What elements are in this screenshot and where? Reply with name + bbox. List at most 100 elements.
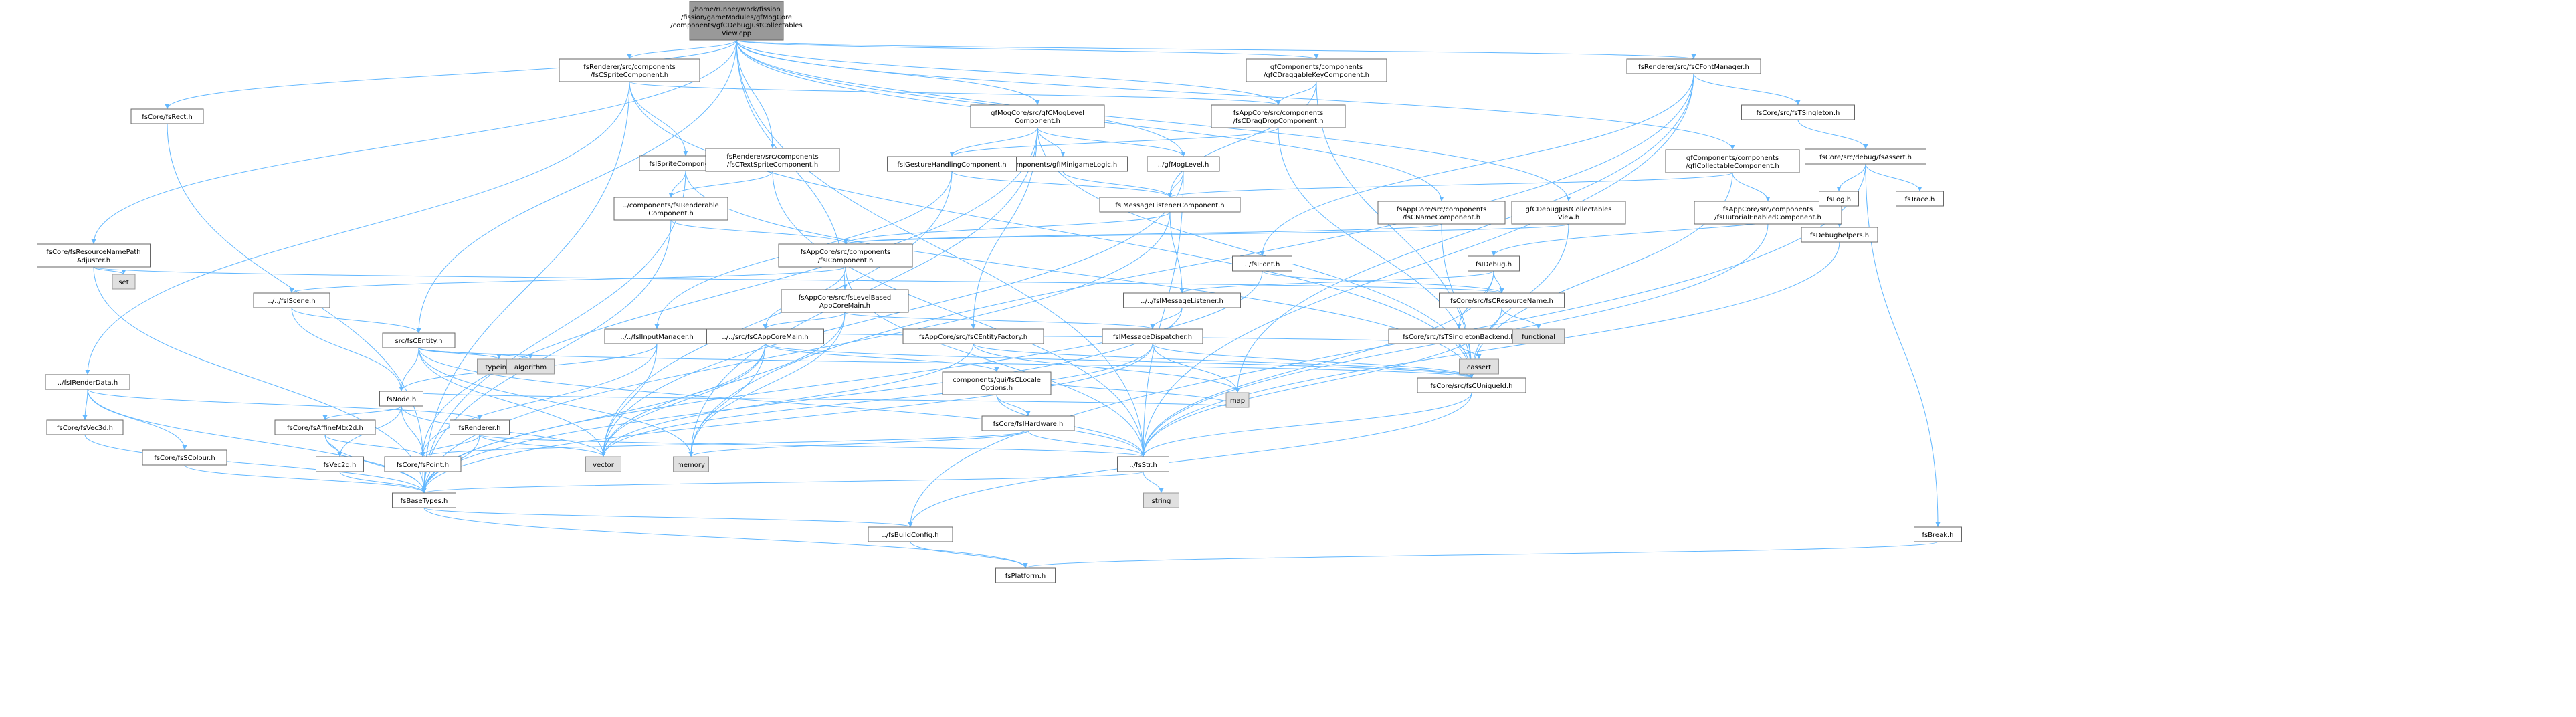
graph-node-fs-debug-helpers[interactable]: fsDebughelpers.h [1801,227,1878,243]
graph-node-root[interactable]: /home/runner/work/fission/fission/gameMo… [670,1,803,41]
graph-node-fs-i-font[interactable]: ../fsIFont.h [1232,255,1292,272]
node-label: Component.h [1015,118,1060,125]
graph-node-fs-trace[interactable]: fsTrace.h [1896,191,1944,207]
graph-node-fs-base-types[interactable]: fsBaseTypes.h [392,492,456,508]
graph-node-fs-break[interactable]: fsBreak.h [1914,526,1962,542]
node-label: fsCore/src/fsTSingletonBackend.h [1403,334,1514,341]
graph-node-fs-msg-listener-comp[interactable]: fsIMessageListenerComponent.h [1099,197,1241,213]
graph-node-fs-render-data[interactable]: ../fsIRenderData.h [45,374,130,390]
graph-node-fs-tutorial[interactable]: fsAppCore/src/components/fsITutorialEnab… [1694,201,1842,225]
dependency-edge [420,127,1038,457]
node-label: ../fsIRenderData.h [58,379,118,387]
graph-node-fs-c-app-core-main[interactable]: ../../src/fsCAppCoreMain.h [706,328,824,344]
node-label: fsTrace.h [1905,196,1935,203]
node-box [706,328,824,344]
graph-node-fs-c-text-sprite[interactable]: fsRenderer/src/components/fsCTextSpriteC… [705,148,840,172]
dependency-edge [670,219,848,245]
dependency-edge [763,312,846,330]
node-box [942,371,1052,395]
node-label: ../fsIFont.h [1245,261,1280,268]
dependency-edge [973,343,1474,379]
dependency-edge [479,434,606,457]
dependency-edge [688,312,846,457]
node-label: fsCore/fsAffineMtx2d.h [287,425,363,432]
node-label: /home/runner/work/fission [692,6,780,13]
dependency-edge [82,389,88,421]
node-label: string [1152,498,1171,505]
graph-node-fs-affine[interactable]: fsCore/fsAffineMtx2d.h [274,419,376,435]
node-box [981,415,1075,431]
graph-node-fs-drag-drop[interactable]: fsAppCore/src/components/fsCDragDropComp… [1211,104,1346,128]
dependency-edge [629,81,688,157]
graph-node-fs-platform[interactable]: fsPlatform.h [995,567,1056,583]
dependency-edge [416,39,737,334]
graph-node-gf-collectable[interactable]: gfComponents/components/gfICollectableCo… [1665,149,1800,173]
node-label: gfComponents/components [1686,155,1779,162]
graph-node-fs-vec2d[interactable]: fsVec2d.h [316,456,364,472]
node-box [868,526,953,542]
graph-node-gf-minigame-logic[interactable]: components/gfIMinigameLogic.h [998,156,1128,172]
dependency-edge [1260,73,1694,257]
graph-node-fs-s-colour[interactable]: fsCore/fsSColour.h [142,449,227,466]
graph-node-fs-name-comp[interactable]: fsAppCore/src/components/fsCNameComponen… [1377,201,1506,225]
dependency-edge [951,171,1173,198]
graph-node-fs-unique-id[interactable]: fsCore/src/fsCUniqueId.h [1417,377,1526,393]
graph-node-fs-assert[interactable]: fsCore/src/debug/fsAssert.h [1805,148,1926,165]
graph-node-fs-c-sprite[interactable]: fsRenderer/src/components/fsCSpriteCompo… [559,58,700,82]
graph-node-gf-mog-level[interactable]: ../gfMogLevel.h [1147,156,1220,172]
graph-node-fs-vec3d[interactable]: fsCore/fsVec3d.h [46,419,124,435]
dependency-edge [322,405,402,421]
graph-node-fs-singleton-backend[interactable]: fsCore/src/fsTSingletonBackend.h [1388,328,1530,344]
graph-node-fs-msg-dispatcher[interactable]: fsIMessageDispatcher.h [1102,328,1203,344]
node-label: Options.h [981,385,1013,392]
graph-node-fs-c-entity[interactable]: src/fsCEntity.h [382,332,456,348]
dependency-edge [1493,270,1504,294]
graph-node-fs-entity-factory[interactable]: fsAppCore/src/fsCEntityFactory.h [902,328,1044,344]
edge-layer [82,39,1941,569]
node-label: fsIDebug.h [1476,261,1512,268]
dependency-edge [949,127,1279,157]
dependency-edge [843,211,1171,245]
graph-node-fs-str[interactable]: ../fsStr.h [1117,456,1169,472]
graph-node-fs-input-manager[interactable]: ../../fsIInputManager.h [604,328,710,344]
graph-node-fs-gesture[interactable]: fsIGestureHandlingComponent.h [887,156,1017,172]
graph-node-fs-node[interactable]: fsNode.h [379,391,423,407]
node-label: ../components/fsIRenderable [623,202,719,209]
dependency-edge [736,39,1281,106]
graph-node-fs-i-component[interactable]: fsAppCore/src/components/fsIComponent.h [778,243,913,268]
dependency-edge [1865,163,1922,192]
graph-node-fs-i-scene[interactable]: ../../fsIScene.h [253,292,330,308]
node-label: ../fsBuildConfig.h [882,532,938,539]
graph-node-fs-hardware[interactable]: fsCore/fsIHardware.h [981,415,1075,431]
graph-node-fs-debug[interactable]: fsIDebug.h [1468,255,1520,272]
graph-node-gf-draggable-key[interactable]: gfComponents/components/gfCDraggableKeyC… [1246,58,1387,82]
node-label: gfCDebugJustCollectables [1526,206,1612,213]
graph-node-fs-msg-listener[interactable]: ../../fsIMessageListener.h [1123,292,1241,308]
dependency-edge [1458,343,1482,360]
graph-node-fs-log[interactable]: fsLog.h [1819,191,1859,207]
graph-node-fs-font-manager[interactable]: fsRenderer/src/fsCFontManager.h [1626,58,1761,74]
node-label: components/gfIMinigameLogic.h [1009,161,1118,169]
dependency-edge [736,39,1146,457]
node-label: fsISpriteComponent.h [650,161,722,168]
graph-node-fs-rect-core[interactable]: fsCore/fsRect.h [130,108,204,124]
graph-node-fs-t-singleton[interactable]: fsCore/src/fsTSingleton.h [1741,104,1855,120]
node-box [705,148,840,172]
graph-node-fs-build-config[interactable]: ../fsBuildConfig.h [868,526,953,542]
graph-node-fs-point[interactable]: fsCore/fsPoint.h [384,456,462,472]
node-label: fsCore/src/debug/fsAssert.h [1819,154,1912,161]
dependency-edge [291,307,421,334]
dependency-edge [401,405,425,457]
node-label: vector [593,462,615,469]
dependency-edge [339,471,427,494]
node-label: memory [677,462,705,469]
node-label: fsAppCore/src/fsLevelBased [799,294,892,302]
graph-node-fs-renderer-h[interactable]: fsRenderer.h [450,419,510,435]
graph-node-fs-resource-name[interactable]: fsCore/src/fsCResourceName.h [1439,292,1565,308]
